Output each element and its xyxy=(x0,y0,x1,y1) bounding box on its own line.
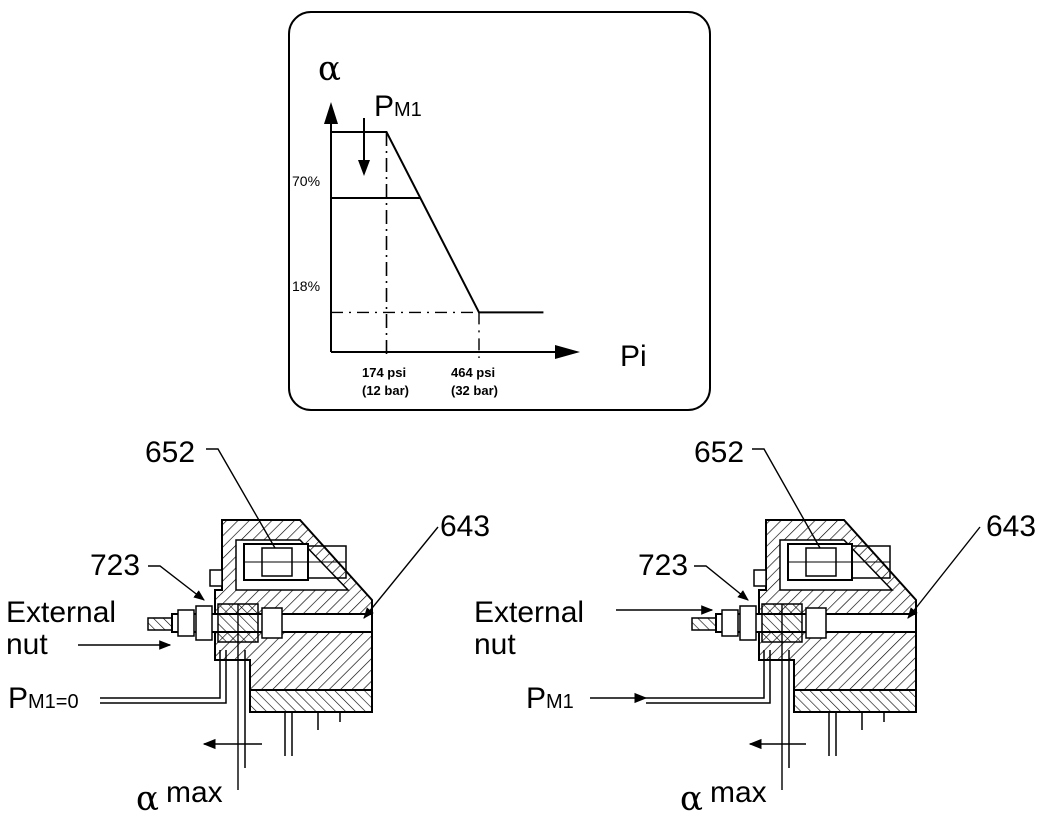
right-assembly: 652 723 643 External nut PM1 α max xyxy=(474,436,1036,819)
x-tick-464-line2: (32 bar) xyxy=(451,383,498,398)
right-housing xyxy=(646,519,917,790)
left-housing xyxy=(100,519,373,790)
pm1-sub: M1 xyxy=(394,99,422,121)
left-leader-652 xyxy=(206,448,276,549)
left-leader-643 xyxy=(363,526,439,619)
right-part-652: 652 xyxy=(694,436,744,469)
x-axis-label: Pi xyxy=(620,340,647,373)
left-nut-line1: External xyxy=(6,596,116,629)
chart-frame xyxy=(288,11,711,411)
x-axis-arrowhead xyxy=(555,345,580,359)
left-nut-line2: nut xyxy=(6,628,48,661)
y-axis-arrowhead xyxy=(324,102,338,124)
right-alpha-label: α xyxy=(680,779,703,819)
x-tick-464-line1: 464 psi xyxy=(451,365,495,380)
left-leader-723 xyxy=(148,565,205,601)
right-leader-652 xyxy=(752,448,821,549)
right-leader-643 xyxy=(907,526,981,619)
left-alpha-sub: max xyxy=(166,776,223,809)
left-pressure-label: PM1=0 xyxy=(8,682,79,715)
left-assembly: 652 723 643 External nut PM1=0 α max xyxy=(6,436,490,819)
right-leader-723 xyxy=(694,565,749,601)
series-curve xyxy=(331,131,544,314)
left-alpha-label: α xyxy=(136,779,159,819)
pm1-label: PM1 xyxy=(374,90,422,123)
x-tick-174-line1: 174 psi xyxy=(362,365,406,380)
y-tick-70: 70% xyxy=(292,173,320,189)
left-part-652: 652 xyxy=(145,436,195,469)
y-tick-18: 18% xyxy=(292,278,320,294)
left-part-723: 723 xyxy=(90,549,140,582)
right-nut-line2: nut xyxy=(474,628,516,661)
right-part-723: 723 xyxy=(638,549,688,582)
right-pressure-label: PM1 xyxy=(526,682,574,715)
x-tick-174-line2: (12 bar) xyxy=(362,383,409,398)
right-nut-line1: External xyxy=(474,596,584,629)
pm1-arrowhead xyxy=(358,160,370,176)
right-alpha-sub: max xyxy=(710,776,767,809)
right-part-643: 643 xyxy=(986,510,1036,543)
left-part-643: 643 xyxy=(440,510,490,543)
y-axis-label: α xyxy=(318,49,341,89)
chart-panel: α Pi PM1 70% 18% 174 psi (12 bar) 464 ps… xyxy=(288,11,711,411)
